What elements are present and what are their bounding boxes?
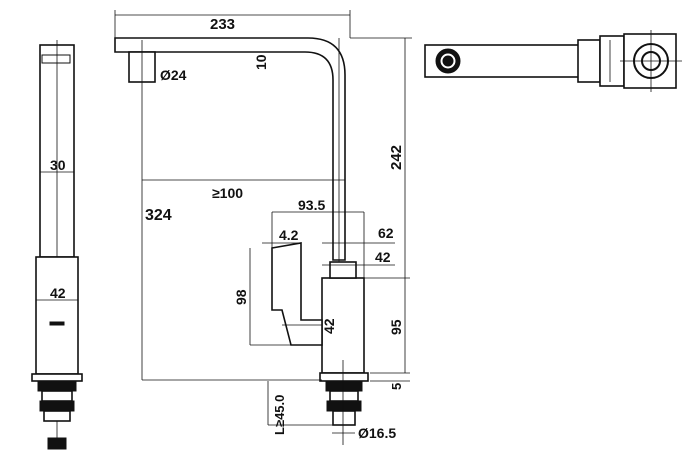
dim-spout-height: 10 bbox=[253, 54, 269, 70]
logo-mark-icon bbox=[49, 321, 65, 326]
lever-handle[interactable] bbox=[271, 242, 323, 346]
dim-spout-reach: 233 bbox=[210, 16, 235, 33]
dim-body-42-vertical: 42 bbox=[321, 318, 337, 334]
dim-clearance-100: ≥100 bbox=[212, 185, 243, 201]
dim-handle-4-2: 4.2 bbox=[279, 227, 299, 243]
dim-body-offset: 93.5 bbox=[298, 197, 325, 213]
front-view bbox=[114, 10, 412, 445]
side-body-block bbox=[35, 256, 79, 375]
dim-side-30: 30 bbox=[50, 157, 66, 173]
side-view bbox=[31, 40, 83, 450]
dim-base-5: 5 bbox=[389, 383, 404, 390]
dim-shank-diameter: Ø16.5 bbox=[358, 425, 396, 441]
dim-total-height: 242 bbox=[388, 145, 405, 170]
dim-handle-98: 98 bbox=[233, 289, 249, 305]
dim-body-62: 62 bbox=[378, 225, 394, 241]
hose-connector bbox=[47, 437, 67, 450]
dim-outlet-diameter: Ø24 bbox=[160, 67, 187, 83]
dim-height-324: 324 bbox=[145, 207, 172, 224]
dim-side-42: 42 bbox=[50, 285, 66, 301]
dim-body-height-95: 95 bbox=[388, 319, 404, 335]
top-view bbox=[424, 30, 682, 92]
dim-body-42-top: 42 bbox=[375, 249, 391, 265]
dim-shank-length: L≥45.0 bbox=[272, 395, 287, 435]
